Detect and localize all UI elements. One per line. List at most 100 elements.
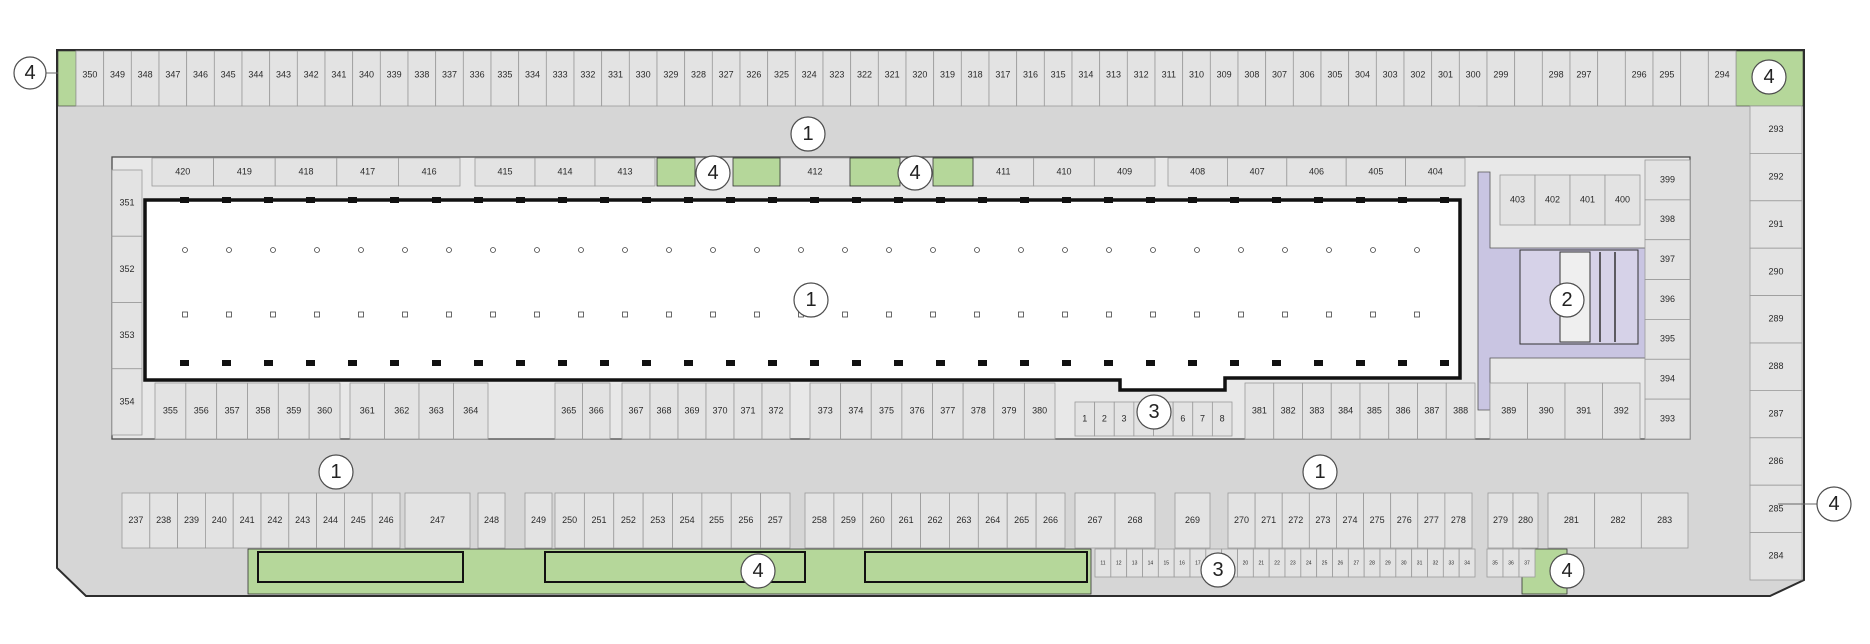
column <box>1062 197 1071 203</box>
unit <box>1499 174 1536 226</box>
unit-label: 348 <box>138 69 153 79</box>
unit-label: 362 <box>394 405 409 415</box>
unit-label: 299 <box>1493 69 1508 79</box>
unit-label: 237 <box>128 515 143 525</box>
unit <box>933 50 962 107</box>
callout-1-top: 1 <box>790 116 826 152</box>
unit-label: 413 <box>617 166 632 176</box>
fixture <box>402 247 408 253</box>
fixture <box>1282 247 1288 253</box>
unit-label: 33 <box>1448 560 1454 566</box>
unit-label: 292 <box>1768 171 1783 181</box>
unit-label: 8 <box>1220 413 1225 423</box>
fixture <box>1194 247 1200 253</box>
unit <box>1444 492 1473 549</box>
unit <box>1749 342 1803 391</box>
fixture <box>1282 311 1288 318</box>
unit <box>1348 50 1377 107</box>
unit <box>1749 532 1803 581</box>
column <box>1314 197 1323 203</box>
unit-label: 316 <box>1023 69 1038 79</box>
unit-label: 375 <box>879 405 894 415</box>
unit-label: 358 <box>255 405 270 415</box>
unit-label: 349 <box>110 69 125 79</box>
column <box>1272 197 1281 203</box>
unit-label: 415 <box>497 166 512 176</box>
unit <box>1227 492 1256 549</box>
unit <box>1417 492 1446 549</box>
column <box>474 197 483 203</box>
unit <box>1405 157 1466 187</box>
unit <box>1547 492 1596 549</box>
unit-label: 351 <box>119 198 134 208</box>
unit <box>993 382 1025 440</box>
unit <box>949 492 979 549</box>
fixture <box>710 247 716 253</box>
column <box>852 360 861 366</box>
unit-label: 242 <box>267 515 282 525</box>
unit-label: 17 <box>1195 560 1201 566</box>
column <box>1062 360 1071 366</box>
unit-label: 313 <box>1106 69 1121 79</box>
fixture <box>578 311 584 318</box>
unit <box>1445 382 1476 440</box>
unit-label: 264 <box>985 515 1000 525</box>
unit <box>379 50 409 107</box>
callout-3-mid: 3 <box>1136 394 1172 430</box>
fixture <box>974 311 980 318</box>
unit-label: 249 <box>531 515 546 525</box>
unit-label: 245 <box>351 515 366 525</box>
unit <box>932 382 964 440</box>
fixture <box>930 247 936 253</box>
column <box>1272 360 1281 366</box>
unit <box>277 382 310 440</box>
unit-label: 388 <box>1453 405 1468 415</box>
unit-label: 269 <box>1185 515 1200 525</box>
unit-label: 417 <box>360 166 375 176</box>
fixture <box>578 247 584 253</box>
unit-label: 315 <box>1051 69 1066 79</box>
svg-text:2: 2 <box>1561 289 1572 311</box>
unit-label: 306 <box>1300 69 1315 79</box>
unit <box>1749 295 1803 344</box>
unit-label: 401 <box>1580 194 1595 204</box>
unit-label: 352 <box>119 264 134 274</box>
unit-label: 26 <box>1338 560 1344 566</box>
column <box>1398 360 1407 366</box>
column <box>642 197 651 203</box>
fixture <box>1414 247 1420 253</box>
column <box>1020 360 1029 366</box>
unit-label: 353 <box>119 330 134 340</box>
unit-label: 323 <box>829 69 844 79</box>
unit-label: 333 <box>553 69 568 79</box>
unit <box>186 50 215 107</box>
unit-label: 303 <box>1383 69 1398 79</box>
unit-label: 28 <box>1369 560 1375 566</box>
column <box>516 360 525 366</box>
unit <box>1006 492 1037 549</box>
unit <box>1281 492 1310 549</box>
unit-label: 278 <box>1451 515 1466 525</box>
unit-label: 355 <box>163 405 178 415</box>
fixture <box>226 247 232 253</box>
svg-text:4: 4 <box>752 560 763 582</box>
unit-label: 305 <box>1327 69 1342 79</box>
unit-label: 21 <box>1258 560 1264 566</box>
unit <box>1514 50 1543 107</box>
unit <box>1564 382 1603 440</box>
unit-label: 23 <box>1290 560 1296 566</box>
unit-label: 240 <box>212 515 227 525</box>
unit <box>649 382 679 440</box>
unit-label: 246 <box>379 515 394 525</box>
column <box>1104 197 1113 203</box>
unit-label: 328 <box>691 69 706 79</box>
unit <box>247 382 279 440</box>
column <box>810 360 819 366</box>
unit-label: 412 <box>807 166 822 176</box>
unit <box>1749 200 1803 249</box>
unit <box>1211 401 1233 437</box>
fixture <box>710 311 716 318</box>
unit-label: 373 <box>818 405 833 415</box>
unit <box>594 157 656 187</box>
column <box>348 360 357 366</box>
